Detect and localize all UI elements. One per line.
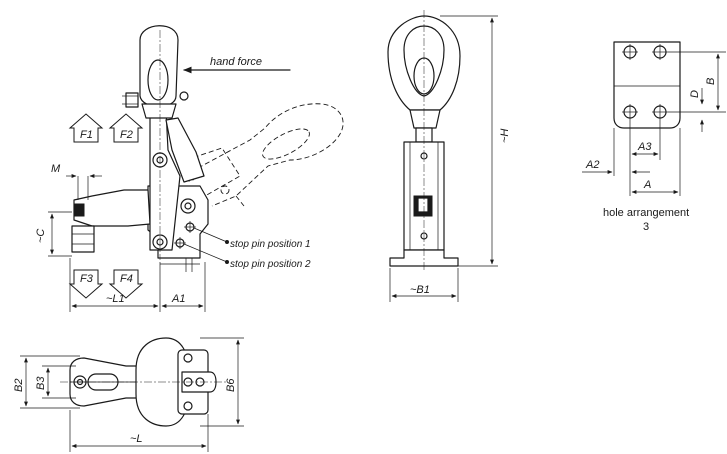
dim-d-label: D — [689, 90, 701, 98]
top-view — [20, 337, 244, 452]
dim-h-label: ~H — [499, 129, 511, 143]
dim-a1-label: A1 — [171, 293, 185, 305]
dim-a3-label: A3 — [637, 141, 652, 153]
front-view — [387, 10, 498, 302]
dim-b6-label: B6 — [225, 378, 237, 392]
stop-pin-1-label: stop pin position 1 — [230, 239, 311, 250]
dim-a-label: A — [643, 179, 651, 191]
dim-l1-label: ~L1 — [106, 293, 125, 305]
dim-b2-label: B2 — [13, 379, 25, 392]
force-f2-label: F2 — [120, 129, 133, 141]
open-lever-outline — [184, 103, 344, 207]
dim-b-label: B — [705, 78, 717, 85]
dim-c — [48, 211, 72, 257]
force-f4-label: F4 — [120, 273, 133, 285]
stop-pin-2-label: stop pin position 2 — [230, 259, 311, 270]
dim-b3-label: B3 — [35, 376, 47, 390]
clamp-handle — [122, 25, 205, 251]
force-f3-label: F3 — [80, 273, 94, 285]
dim-b1-label: ~B1 — [410, 284, 430, 296]
dim-l-label: ~L — [130, 433, 143, 445]
dim-m-label: M — [51, 163, 61, 175]
hand-force-label: hand force — [210, 56, 262, 68]
dim-c-label: ~C — [35, 229, 47, 243]
dim-h — [440, 15, 498, 267]
mounting-holes — [622, 44, 668, 120]
force-arrows-up — [68, 113, 144, 299]
hole-arrangement-number: 3 — [643, 221, 649, 233]
clamping-arm — [71, 176, 151, 253]
dim-b1 — [389, 268, 459, 302]
dim-l1-a1 — [69, 258, 206, 312]
hole-arrangement-label: hole arrangement — [603, 207, 689, 219]
side-view — [48, 25, 344, 312]
hole-arrangement-view — [582, 41, 726, 196]
force-f1-label: F1 — [80, 129, 93, 141]
stop-pins — [174, 221, 229, 264]
dim-a2-label: A2 — [585, 159, 599, 171]
